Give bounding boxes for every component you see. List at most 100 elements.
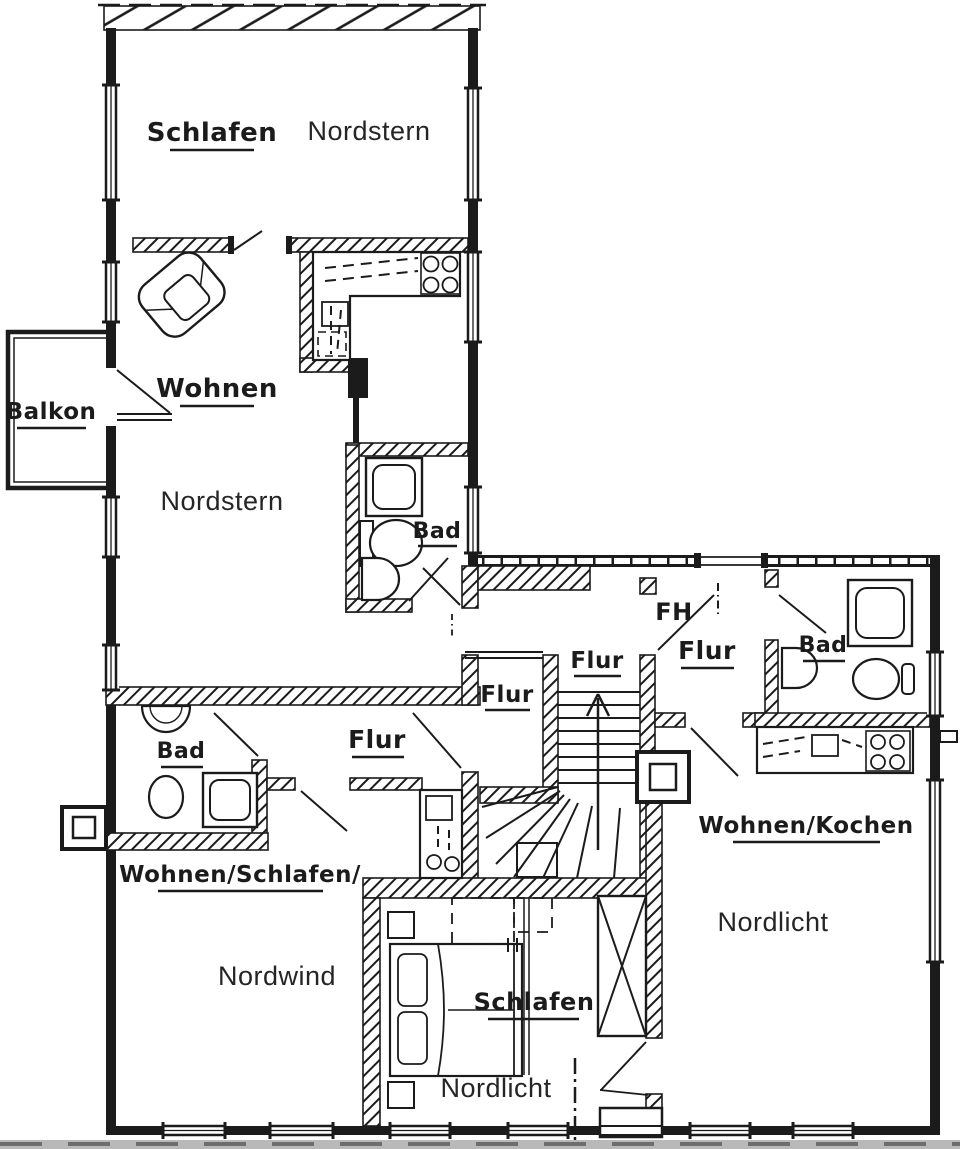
apartment-label-nordstern: Nordstern [307,116,430,146]
staircase [481,691,640,879]
door-apartment-nordstern [422,567,461,606]
label-flur-nordwind: Flur [348,725,406,759]
kitchen-nordlicht [755,725,915,775]
room-label: Balkon [6,399,97,425]
wall-landing-west-c [461,771,479,881]
door-apartment-nordwind [412,712,462,769]
interior-walls [105,237,931,1127]
entrance-door [694,552,768,569]
dashed-wardrobe-outline [513,897,553,933]
washbasin-icon [360,556,401,602]
door-bad-nordwind [213,712,259,757]
room-labels: Schlafen Nordstern Wohnen Balkon Nordste… [6,116,913,1103]
label-flur-landing: Flur [480,682,533,712]
wall-flur-nordwind-a [266,777,296,791]
label-wohnen-schlafen: Wohnen/Schlafen/ [119,862,361,893]
stair-step [516,842,558,878]
wall-apartment-separation [105,686,481,706]
wall-left [106,28,116,1128]
window-right-1 [926,650,944,718]
door-schlafen-upper [228,230,292,254]
window-left-4 [102,643,120,692]
stair-direction-arrow [585,693,611,850]
stove-icon [420,252,461,295]
balcony [5,329,106,491]
wall-flur-right-bottom-a [654,712,686,728]
room-label: Bad [413,519,462,544]
toilet-tank [901,663,915,695]
windows [102,83,944,1139]
wall-bad-upper-top [345,442,469,457]
wall-flur-nordwind-b [349,777,423,791]
door-wohnen-schlafen [300,790,348,832]
doors [103,230,827,1096]
window-bottom-5 [598,1106,664,1139]
washbasin-icon [140,704,192,734]
room-label: Wohnen/Kochen [698,813,913,839]
apartment-label-nordstern: Nordstern [160,486,283,516]
sink-icon [811,734,839,757]
bathroom-nordstern [359,456,424,602]
toilet-icon [147,774,185,820]
wall-schlafen-wohnen-right [287,237,469,253]
wardrobe-icon [596,894,648,1038]
wall-bad-right-left-a [764,569,779,588]
window-right-upper-3 [464,485,482,555]
window-left-2 [102,260,120,324]
pillow-icon [397,953,428,1007]
wall-chunk-right-wing-top [477,565,591,591]
label-wohnen: Wohnen [156,374,278,408]
label-fh: FH [655,598,692,626]
room-label: Flur [570,648,623,674]
shaft-stair [635,750,691,804]
shaft-exterior-left [60,805,108,851]
apartment-label-nordwind: Nordwind [218,961,336,991]
kitchenette-nordwind [418,788,464,880]
door-bad-nordlicht [778,594,827,634]
room-label: Wohnen/Schlafen/ [119,862,361,888]
room-label: Flur [480,682,533,708]
window-bottom-2 [268,1122,335,1139]
wall-stub-kitchen-bad [353,396,359,447]
room-label: Wohnen [156,374,278,404]
window-bottom-7 [791,1122,855,1139]
label-balkon: Balkon [6,399,97,430]
window-left-3 [102,495,120,559]
room-label: Schlafen [147,118,278,148]
apartment-label-nordlicht: Nordlicht [440,1073,551,1103]
label-wohnen-kochen: Wohnen/Kochen [698,813,913,844]
wall-bad-right-bottom [754,712,931,728]
exterior-sill [939,730,958,743]
window-bottom-3 [388,1122,452,1139]
label-flur-right: Flur [678,636,736,670]
label-bad-right: Bad [799,633,847,663]
room-label: Schlafen [474,988,595,1016]
pillar-kitchen [348,358,368,398]
nightstand-icon [387,1081,415,1109]
window-right-upper-2 [464,250,482,344]
wall-kitchen-nook-vertical [299,251,314,373]
door-bad-nordstern [408,557,453,638]
label-bad-nordstern: Bad [413,519,462,548]
window-left-1 [102,83,120,202]
label-schlafen-top: Schlafen [147,118,278,152]
window-bottom-6 [688,1122,752,1139]
bathroom-nordwind [140,704,259,829]
toilet-icon [851,657,901,701]
wall-stair-left [542,654,559,801]
toilet-icon [368,518,424,568]
kitchen-nordstern [311,250,462,362]
armchair-icon [137,251,226,338]
door-schlafen-nordlicht [599,1041,649,1096]
room-label: Bad [157,739,206,764]
wall-landing-west-b [461,654,479,706]
sink-icon [425,795,453,821]
washbasin-icon [780,646,819,690]
wall-stair-turn [479,786,559,804]
wall-bad-upper-left [345,444,360,613]
wall-wohnen-kochen-west-a [645,799,663,1039]
sink-icon [321,301,349,327]
stove-icon [426,854,442,870]
